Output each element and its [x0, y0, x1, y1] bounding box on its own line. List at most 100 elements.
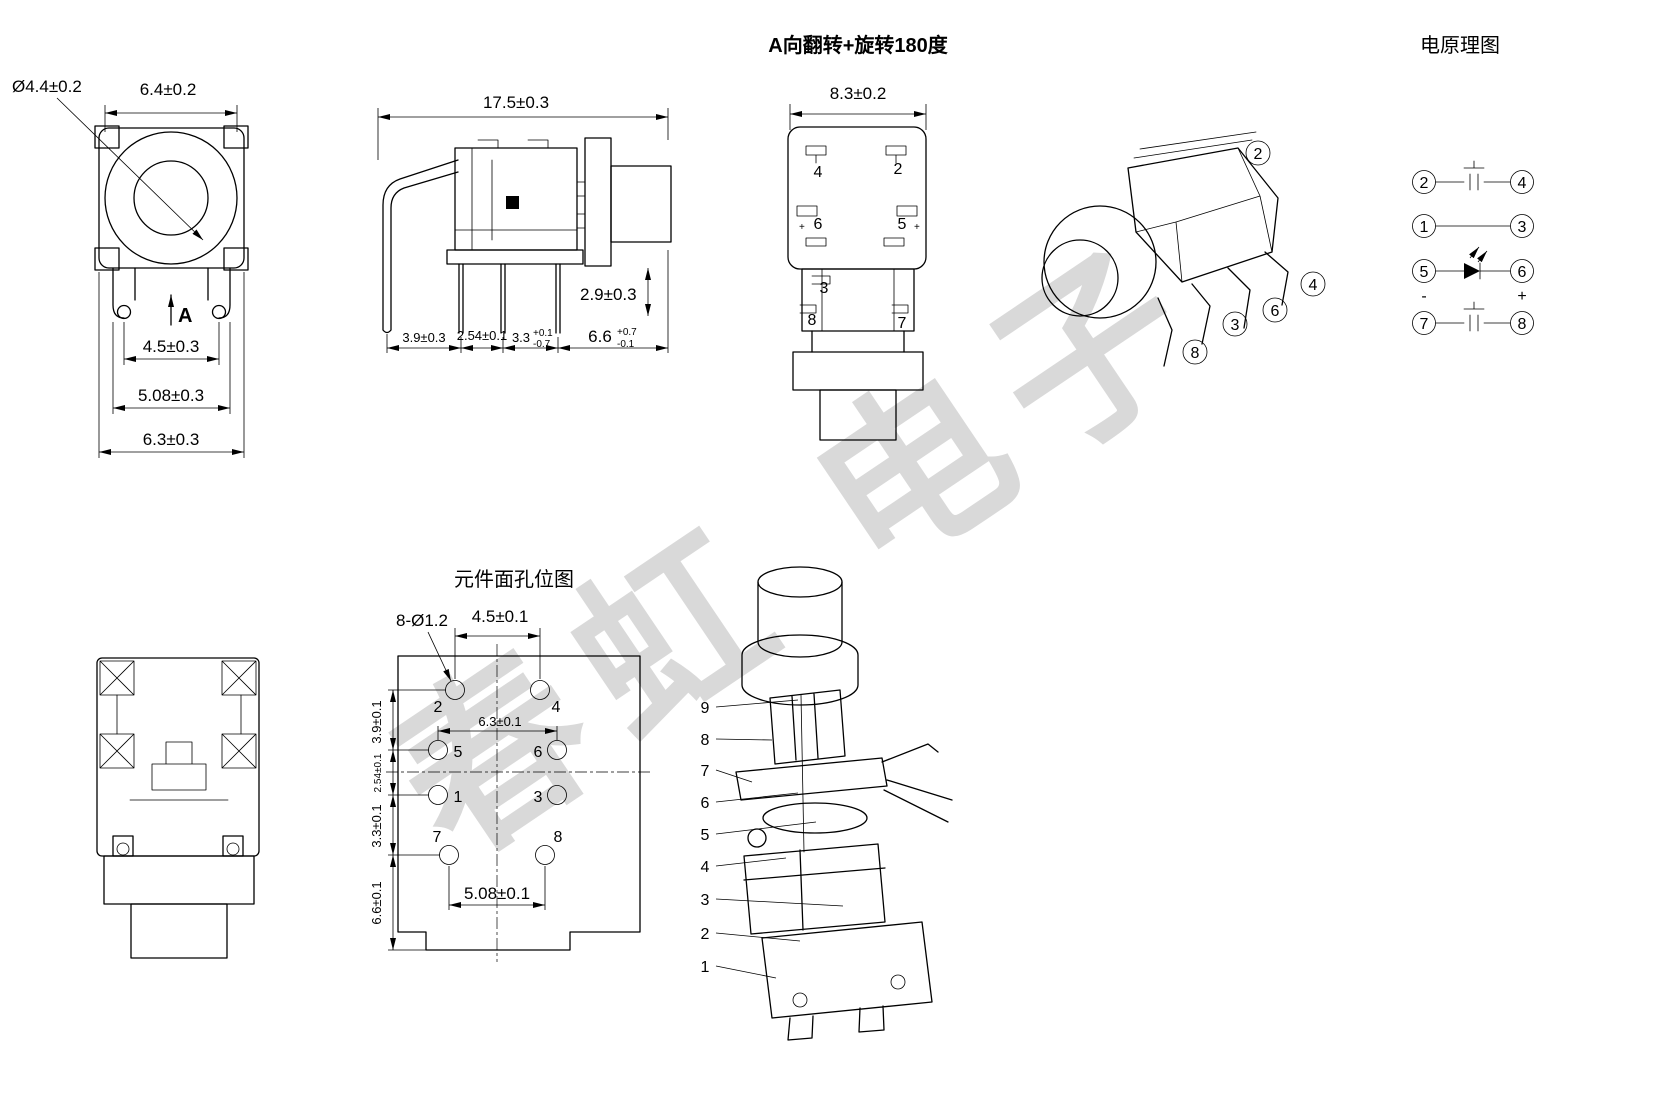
exploded-part-3-label: 3 [701, 892, 710, 909]
iso-callout-8-label: 8 [1191, 345, 1200, 362]
side-button-cylinder [610, 165, 672, 243]
hole-3-label: 3 [534, 789, 543, 806]
hole-dim-v1-label: 3.9±0.1 [369, 700, 384, 743]
front-button-inner-circle [133, 160, 209, 236]
hole-1 [428, 785, 448, 805]
iso-frame-bars [1133, 131, 1257, 159]
hole-dim-v4-label: 6.6±0.1 [369, 881, 384, 924]
exploded-bracket [761, 921, 933, 1041]
flipped-dim-label: 8.3±0.2 [830, 84, 887, 103]
hole-dim-v3-label: 3.3±0.1 [369, 804, 384, 847]
hole-1-label: 1 [454, 789, 463, 806]
schematic-pin5-label: 5 [1420, 264, 1429, 281]
schematic-pin8-label: 8 [1518, 316, 1527, 333]
schematic-led-arrow1 [1469, 246, 1480, 259]
schematic-pin4-label: 4 [1518, 175, 1527, 192]
front-dim2-ext [112, 322, 231, 414]
hole-8-label: 8 [554, 829, 563, 846]
side-dim-seg4-label: 6.6 [588, 327, 612, 346]
hole-8 [535, 845, 555, 865]
flipped-shaft [819, 389, 897, 441]
hole-view-title: 元件面孔位图 [454, 568, 574, 591]
exploded-cap-base [741, 634, 859, 706]
hole-3 [547, 785, 567, 805]
bottom-body-outline [96, 657, 260, 857]
flipped-pin8-label: 8 [808, 312, 817, 329]
flipped-lower-details [799, 268, 909, 332]
iso-body-edges [1135, 147, 1273, 283]
bottom-view [96, 657, 260, 959]
hole-footprint-outline [397, 655, 641, 951]
front-left-foot [116, 304, 132, 320]
hole-dim-bottom-label: 5.08±0.1 [464, 884, 530, 903]
iso-callout-3-label: 3 [1231, 317, 1240, 334]
flipped-mid-pads [796, 205, 918, 247]
exploded-part-7-label: 7 [701, 763, 710, 780]
iso-callout-6-label: 6 [1271, 303, 1280, 320]
flipped-body-outline [787, 126, 927, 270]
side-plate [584, 137, 612, 267]
hole-centerlines [386, 644, 652, 962]
schematic-led-arrow2 [1477, 250, 1488, 263]
exploded-part-6-label: 6 [701, 795, 710, 812]
bottom-right-foot-hole [226, 842, 240, 856]
bottom-corner-posts [99, 660, 257, 769]
bottom-left-foot-hole [116, 842, 130, 856]
exploded-part-9-label: 9 [701, 700, 710, 717]
front-body-corner-tabs [94, 125, 249, 271]
front-legs [112, 267, 231, 319]
flipped-pin2-label: 2 [894, 161, 903, 178]
side-skirt [446, 249, 584, 265]
iso-callout-4-label: 4 [1309, 277, 1318, 294]
hole-4 [530, 680, 550, 700]
side-led-lead-wire [382, 159, 459, 334]
flipped-top-pads [805, 145, 907, 164]
flipped-pin6-label: 6 [814, 216, 823, 233]
exploded-part-5-label: 5 [701, 827, 710, 844]
schematic-pin6-circle [1510, 259, 1534, 283]
side-body-details [454, 139, 578, 251]
schematic-pin4-circle [1510, 170, 1534, 194]
schematic-pin1-circle [1412, 214, 1436, 238]
front-right-foot [211, 304, 227, 320]
iso-callout-3-circle [1222, 311, 1248, 337]
front-dim-diameter-label: Ø4.4±0.2 [12, 77, 82, 96]
iso-body-outline [1127, 147, 1279, 283]
side-dim-pin-label: 2.9±0.3 [580, 285, 637, 304]
circuit-schematic: 电原理图 2 4 1 3 5 6 - + 7 8 [1412, 34, 1534, 335]
schematic-led-triangle [1464, 263, 1480, 279]
schematic-pin5-circle [1412, 259, 1436, 283]
iso-callout-2-label: 2 [1254, 146, 1263, 163]
side-dim-seg3-label: 3.3 [512, 330, 530, 345]
hole-callout-label: 8-Ø1.2 [396, 611, 448, 630]
flipped-pin5-label: 5 [898, 216, 907, 233]
hole-position-view: 元件面孔位图 2 4 5 6 1 3 7 8 8-Ø1.2 4.5±0.1 6.… [369, 568, 652, 962]
hole-7 [439, 845, 459, 865]
flipped-pin7-label: 7 [898, 315, 907, 332]
side-plate-links [576, 181, 586, 229]
bottom-shaft [130, 903, 228, 959]
flipped-pin4-label: 4 [814, 164, 823, 181]
front-dim-width-ext-lines [104, 105, 238, 132]
front-body-outline [98, 127, 245, 269]
flipped-pin3-label: 3 [820, 280, 829, 297]
exploded-leader-lines [715, 699, 844, 979]
side-dim-seg3-tol-lower: -0.7 [533, 339, 551, 350]
hole-dim-top-label: 4.5±0.1 [472, 607, 529, 626]
iso-callout-4-circle [1300, 271, 1326, 297]
side-view: 17.5±0.3 2.9±0.3 3.9±0.3 2.54±0.1 3.3 +0… [377, 93, 672, 353]
exploded-part-8-label: 8 [701, 732, 710, 749]
exploded-cap-top [757, 566, 843, 598]
schematic-pin1-label: 1 [1420, 219, 1429, 236]
iso-callout-8-circle [1182, 339, 1208, 365]
exploded-bracket-hole-1 [890, 974, 906, 990]
front-dim-diameter-leader [56, 97, 204, 241]
side-pins [458, 263, 561, 334]
schematic-minus-label: - [1421, 288, 1426, 305]
flipped-lower-section [801, 268, 915, 332]
flipped-polarity-left: + [799, 222, 805, 233]
hole-4-label: 4 [552, 699, 561, 716]
schematic-pin7-circle [1412, 311, 1436, 335]
schematic-plus-label: + [1517, 288, 1526, 305]
